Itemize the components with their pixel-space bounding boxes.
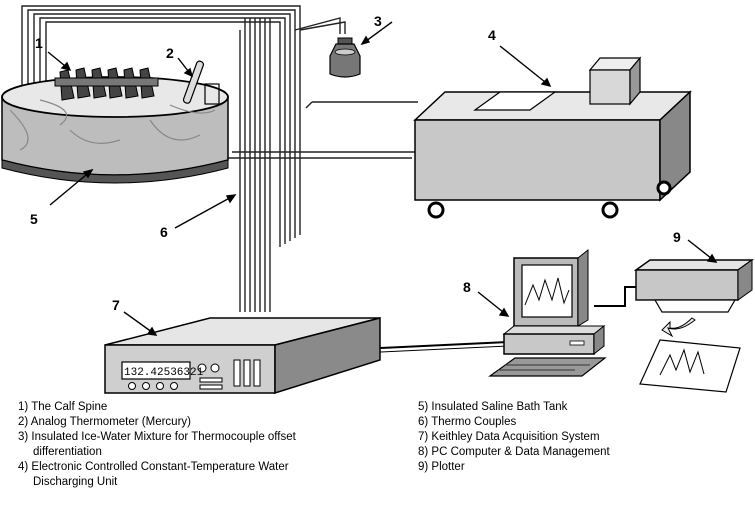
legend-item: 7) Keithley Data Acquisition System bbox=[418, 431, 600, 443]
legend-item: 6) Thermo Couples bbox=[418, 416, 517, 428]
callout-8: 8 bbox=[463, 279, 471, 295]
legend-item: 8) PC Computer & Data Management bbox=[418, 446, 610, 458]
legend-left: 1) The Calf Spine 2) Analog Thermometer … bbox=[18, 400, 378, 490]
apparatus-diagram: 132.42536321 1 bbox=[1, 5, 755, 395]
legend-item: 2) Analog Thermometer (Mercury) bbox=[18, 416, 191, 428]
callout-6: 6 bbox=[160, 224, 168, 240]
legend-item: 4) Electronic Controlled Constant-Temper… bbox=[18, 461, 289, 473]
ice-water-flask bbox=[329, 37, 361, 78]
legend-right: 5) Insulated Saline Bath Tank 6) Thermo … bbox=[418, 400, 748, 475]
water-discharging-unit bbox=[413, 56, 692, 219]
analog-thermometer bbox=[182, 60, 220, 105]
legend-item: 1) The Calf Spine bbox=[18, 401, 108, 413]
pc-computer bbox=[488, 248, 607, 377]
calf-spine bbox=[54, 67, 159, 101]
callout-1: 1 bbox=[35, 35, 43, 51]
keithley-daq: 132.42536321 bbox=[104, 317, 381, 395]
saline-bath-tank bbox=[1, 76, 229, 184]
legend-item: 3) Insulated Ice-Water Mixture for Therm… bbox=[18, 431, 296, 443]
callout-2: 2 bbox=[166, 45, 174, 61]
plotter bbox=[633, 259, 755, 393]
legend-item: 5) Insulated Saline Bath Tank bbox=[418, 401, 568, 413]
thermocouple-bundle bbox=[21, 5, 418, 312]
callout-3: 3 bbox=[374, 13, 382, 29]
pointer-arrows bbox=[47, 21, 718, 336]
daq-display-readout: 132.42536321 bbox=[124, 367, 204, 379]
callout-7: 7 bbox=[112, 297, 120, 313]
callout-4: 4 bbox=[488, 27, 496, 43]
legend-item: Discharging Unit bbox=[33, 476, 118, 488]
legend-item: differentiation bbox=[33, 446, 102, 458]
callout-9: 9 bbox=[673, 229, 681, 245]
callout-5: 5 bbox=[30, 211, 38, 227]
legend-item: 9) Plotter bbox=[418, 461, 465, 473]
